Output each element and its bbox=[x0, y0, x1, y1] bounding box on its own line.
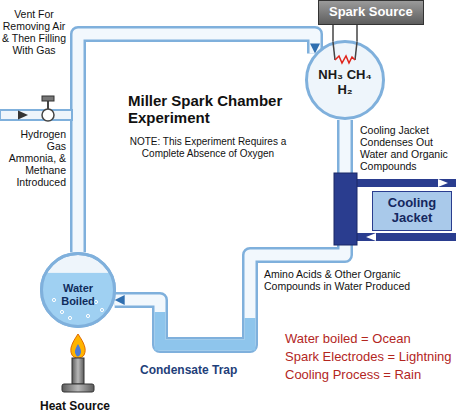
boiling-flask: Water Boiled bbox=[40, 252, 116, 328]
gas-inlet-note: Hydrogen Gas Ammonia, & Methane Introduc… bbox=[2, 128, 66, 188]
bubble bbox=[52, 298, 55, 301]
glass-tube bbox=[115, 120, 345, 345]
flask-glass bbox=[307, 42, 384, 119]
coolant-arrow bbox=[366, 233, 376, 241]
bubble bbox=[68, 316, 71, 319]
flask-rim bbox=[42, 254, 115, 327]
heat-label: Heat Source bbox=[40, 400, 110, 414]
connector bbox=[333, 25, 357, 42]
bubble bbox=[94, 300, 97, 303]
trap-label: Condensate Trap bbox=[140, 364, 237, 378]
electrode-wire bbox=[332, 25, 334, 42]
analogy-note: Cooling Process = Rain bbox=[285, 368, 421, 383]
glass-tube bbox=[78, 34, 315, 252]
electrode bbox=[333, 42, 335, 60]
electrode bbox=[355, 42, 357, 60]
bubble bbox=[86, 314, 89, 317]
bubble bbox=[100, 308, 103, 311]
analogy-note: Spark Electrodes = Lightning bbox=[285, 350, 452, 365]
spark-source-box: Spark Source bbox=[318, 0, 424, 25]
node-text: Spark Source bbox=[329, 5, 413, 20]
cooling-jacket-box: Cooling Jacket bbox=[372, 191, 452, 231]
reaction-flask: NH₃ CH₄ H₂ bbox=[305, 40, 385, 120]
flame bbox=[71, 334, 85, 358]
tube-bore bbox=[115, 120, 345, 345]
condenser-note: Cooling Jacket Condenses Out Water and O… bbox=[360, 124, 454, 172]
arrowhead bbox=[115, 295, 125, 305]
node-text: Water Boiled bbox=[50, 282, 106, 307]
jacket-pipe bbox=[356, 179, 456, 187]
electrode-wire bbox=[356, 25, 358, 42]
inlet-pipe bbox=[0, 110, 72, 120]
connector bbox=[78, 34, 320, 252]
jacket-pipe bbox=[356, 233, 456, 241]
flame-core bbox=[75, 344, 81, 357]
tube-bore bbox=[78, 34, 315, 252]
coolant-arrow bbox=[438, 179, 448, 187]
flask-water bbox=[40, 273, 116, 349]
vent-note: Vent For Removing Air & Then Filling Wit… bbox=[2, 8, 66, 56]
cooling-jacket bbox=[334, 173, 357, 245]
trap-water bbox=[160, 312, 250, 345]
valve-body bbox=[42, 109, 54, 121]
node-text: Cooling Jacket bbox=[379, 196, 445, 226]
product-note: Amino Acids & Other Organic Compounds in… bbox=[264, 268, 450, 292]
bubble bbox=[60, 310, 63, 313]
connector bbox=[115, 120, 345, 345]
burner-base bbox=[62, 384, 94, 392]
inlet-arrow bbox=[18, 111, 28, 120]
analogy-note: Water boiled = Ocean bbox=[285, 332, 411, 347]
diagram-title: Miller Spark Chamber Experiment bbox=[128, 92, 288, 127]
oxygen-note: NOTE: This Experiment Requires a Complet… bbox=[128, 136, 288, 159]
spark bbox=[335, 56, 355, 63]
node-text: NH₃ CH₄ H₂ bbox=[314, 68, 376, 98]
burner bbox=[72, 358, 84, 384]
valve-handle bbox=[42, 96, 54, 101]
